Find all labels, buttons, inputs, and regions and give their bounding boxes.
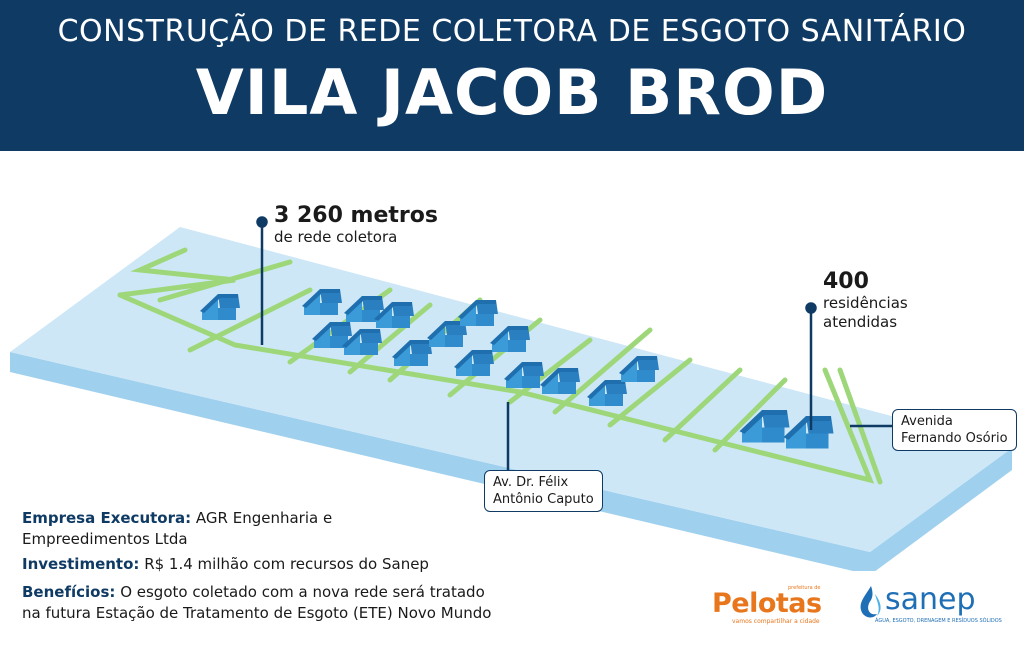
company-value-1: AGR Engenharia e — [195, 509, 333, 527]
pipe-left-branch — [157, 259, 313, 353]
pelotas-logo: prefeitura de Pelotas vamos compartilhar… — [708, 585, 838, 628]
header-banner: CONSTRUÇÃO DE REDE COLETORA DE ESGOTO SA… — [0, 0, 1024, 151]
street-felix-line1: Av. Dr. Félix — [493, 475, 569, 490]
callout-stems — [256, 216, 895, 480]
pipe-branch-2 — [347, 302, 433, 375]
investment-label: Investimento: — [22, 555, 140, 573]
street-osorio-line1: Avenida — [901, 414, 953, 429]
benefits-value-2: na futura Estação de Tratamento de Esgot… — [22, 604, 492, 622]
info-company: Empresa Executora: AGR Engenharia e Empr… — [22, 508, 332, 550]
street-osorio-line2: Fernando Osório — [901, 431, 1008, 446]
house-icon — [342, 329, 382, 355]
company-label: Empresa Executora: — [22, 509, 192, 527]
company-value-2: Empreedimentos Ltda — [22, 530, 188, 548]
pin-homes — [805, 302, 817, 314]
benefits-label: Benefícios: — [22, 583, 116, 601]
street-label-felix: Av. Dr. Félix Antônio Caputo — [484, 470, 603, 512]
house-icon — [490, 326, 530, 352]
investment-value: R$ 1.4 milhão com recursos do Sanep — [144, 555, 429, 573]
pipe-branch-7 — [607, 357, 693, 428]
houses-group — [200, 289, 834, 449]
sanep-logo-word: sanep — [885, 582, 976, 617]
homes-served-label-2: atendidas — [823, 313, 898, 331]
pipe-branch-9 — [712, 377, 788, 453]
house-icon — [504, 362, 544, 388]
info-benefits: Benefícios: O esgoto coletado com a nova… — [22, 582, 491, 624]
pipe-branch-8 — [662, 367, 743, 443]
pipe-left-loop — [117, 247, 236, 298]
page-title: VILA JACOB BROD — [195, 56, 829, 129]
pelotas-logo-pre: prefeitura de — [788, 585, 821, 591]
callout-network-length: 3 260 metros de rede coletora — [274, 204, 438, 247]
house-icon — [783, 416, 834, 449]
homes-served-label-1: residências — [823, 294, 908, 312]
homes-served-value: 400 — [823, 269, 869, 294]
street-felix-line2: Antônio Caputo — [493, 492, 594, 507]
benefits-value-1: O esgoto coletado com a nova rede será t… — [120, 583, 485, 601]
sanep-logo: sanep ÁGUA, ESGOTO, DRENAGEM E RESÍDUOS … — [855, 580, 1002, 630]
pipe-osorio-1 — [822, 367, 875, 484]
street-label-osorio: Avenida Fernando Osório — [892, 409, 1017, 451]
pelotas-logo-word: Pelotas — [712, 588, 822, 619]
network-length-label: de rede coletora — [274, 228, 398, 246]
house-icon — [739, 410, 790, 443]
sanep-logo-tagline: ÁGUA, ESGOTO, DRENAGEM E RESÍDUOS SÓLIDO… — [875, 618, 1002, 624]
house-icon — [619, 356, 659, 382]
pipe-branch-6 — [552, 327, 653, 415]
house-icon — [540, 368, 580, 394]
house-icon — [374, 302, 414, 328]
house-icon — [302, 289, 342, 315]
info-investment: Investimento: R$ 1.4 milhão com recursos… — [22, 554, 429, 575]
pipe-branch-5 — [507, 337, 593, 405]
callout-homes-served: 400 residências atendidas — [823, 270, 908, 332]
network-map — [10, 216, 1012, 571]
house-icon — [454, 350, 494, 376]
house-icon — [458, 300, 498, 326]
network-length-value: 3 260 metros — [274, 203, 438, 228]
sanep-drop-icon — [860, 586, 881, 618]
page-subtitle: CONSTRUÇÃO DE REDE COLETORA DE ESGOTO SA… — [57, 14, 967, 49]
pin-network — [256, 216, 268, 228]
house-icon — [200, 294, 240, 320]
pelotas-logo-tagline: vamos compartilhar a cidade — [732, 618, 820, 625]
house-icon — [392, 340, 432, 366]
